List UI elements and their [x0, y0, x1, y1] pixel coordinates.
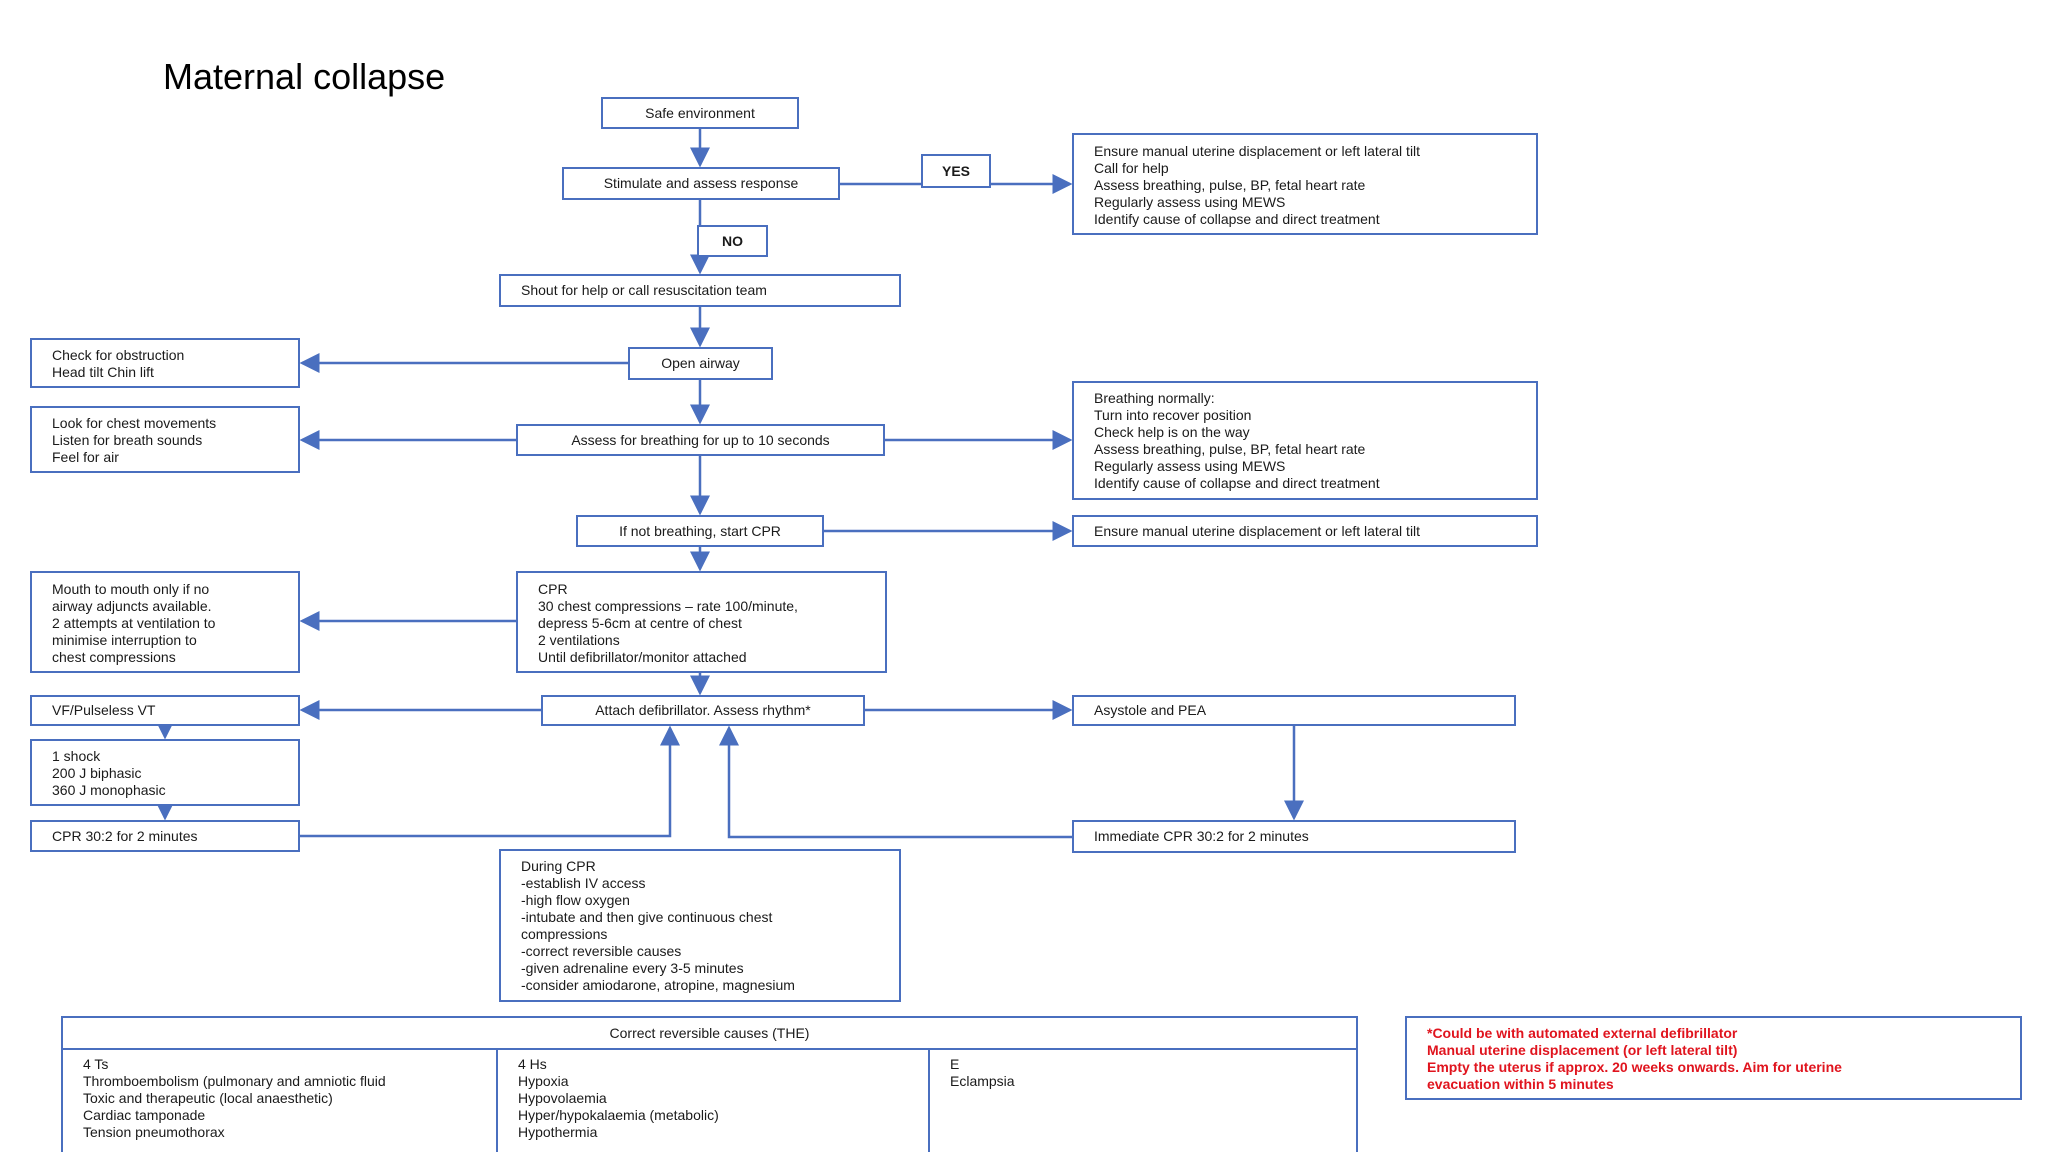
text-line: Toxic and therapeutic (local anaesthetic… [83, 1090, 333, 1106]
text-line: evacuation within 5 minutes [1427, 1076, 1614, 1092]
text-line: Listen for breath sounds [52, 432, 203, 448]
text-line: compressions [521, 926, 608, 942]
text-line: *Could be with automated external defibr… [1427, 1025, 1738, 1041]
text-line: Tension pneumothorax [83, 1124, 225, 1140]
node-cpr: CPR 30 chest compressions – rate 100/min… [516, 571, 887, 673]
text-line: 2 attempts at ventilation to [52, 615, 216, 631]
node-asystole-pea: Asystole and PEA [1072, 695, 1516, 726]
reversible-causes-header: Correct reversible causes (THE) [63, 1018, 1356, 1050]
text-line: Assess breathing, pulse, BP, fetal heart… [1094, 177, 1366, 193]
text-line: minimise interruption to [52, 632, 197, 648]
text-line: -consider amiodarone, atropine, magnesiu… [521, 977, 795, 993]
text-line: Cardiac tamponade [83, 1107, 206, 1123]
text-line: E [950, 1056, 960, 1072]
text-line: Mouth to mouth only if no [52, 581, 210, 597]
text-line: Hyper/hypokalaemia (metabolic) [518, 1107, 719, 1123]
text-line: Thromboembolism (pulmonary and amniotic … [83, 1073, 386, 1089]
node-look-listen-feel: Look for chest movements Listen for brea… [30, 406, 300, 473]
text-line: Breathing normally: [1094, 390, 1215, 406]
column-4hs: 4 Hs Hypoxia Hypovolaemia Hyper/hypokala… [496, 1050, 928, 1152]
text-line: airway adjuncts available. [52, 598, 212, 614]
node-safe-environment: Safe environment [601, 97, 799, 129]
text-line: chest compressions [52, 649, 176, 665]
node-stimulate: Stimulate and assess response [562, 167, 840, 200]
text-line: Hypoxia [518, 1073, 569, 1089]
column-4ts: 4 Ts Thromboembolism (pulmonary and amni… [63, 1050, 496, 1152]
text-line: Identify cause of collapse and direct tr… [1094, 475, 1380, 491]
node-attach-defibrillator: Attach defibrillator. Assess rhythm* [541, 695, 865, 726]
text-line: 30 chest compressions – rate 100/minute, [538, 598, 798, 614]
text-line: During CPR [521, 858, 596, 874]
node-responsive-actions: Ensure manual uterine displacement or le… [1072, 133, 1538, 235]
node-immediate-cpr: Immediate CPR 30:2 for 2 minutes [1072, 820, 1516, 853]
text-line: Head tilt Chin lift [52, 364, 154, 380]
node-mouth-to-mouth: Mouth to mouth only if no airway adjunct… [30, 571, 300, 673]
node-obstruction: Check for obstruction Head tilt Chin lif… [30, 338, 300, 388]
text-line: 200 J biphasic [52, 765, 142, 781]
text-line: Empty the uterus if approx. 20 weeks onw… [1427, 1059, 1842, 1075]
node-vf-pulseless-vt: VF/Pulseless VT [30, 695, 300, 726]
reversible-causes-table: Correct reversible causes (THE) 4 Ts Thr… [61, 1016, 1358, 1152]
text-line: depress 5-6cm at centre of chest [538, 615, 742, 631]
text-line: Check for obstruction [52, 347, 185, 363]
text-line: -correct reversible causes [521, 943, 682, 959]
text-line: 1 shock [52, 748, 101, 764]
node-shout-for-help: Shout for help or call resuscitation tea… [499, 274, 901, 307]
text-line: Turn into recover position [1094, 407, 1252, 423]
page-title: Maternal collapse [163, 56, 446, 97]
node-cpr-30-2: CPR 30:2 for 2 minutes [30, 820, 300, 852]
label-no: NO [697, 225, 768, 257]
node-during-cpr: During CPR -establish IV access -high fl… [499, 849, 901, 1002]
text-line: Call for help [1094, 160, 1169, 176]
text-line: -establish IV access [521, 875, 646, 891]
footnote-box: *Could be with automated external defibr… [1405, 1016, 2022, 1100]
text-line: Look for chest movements [52, 415, 217, 431]
text-line: Ensure manual uterine displacement or le… [1094, 143, 1421, 159]
arrow-immediate-attach [719, 725, 1072, 839]
text-line: Hypothermia [518, 1124, 598, 1140]
text-line: 4 Hs [518, 1056, 547, 1072]
text-line: Regularly assess using MEWS [1094, 194, 1286, 210]
text-line: 4 Ts [83, 1056, 109, 1072]
node-start-cpr: If not breathing, start CPR [576, 515, 824, 547]
text-line: Hypovolaemia [518, 1090, 607, 1106]
text-line: Assess breathing, pulse, BP, fetal heart… [1094, 441, 1366, 457]
text-line: -given adrenaline every 3-5 minutes [521, 960, 744, 976]
text-line: Feel for air [52, 449, 119, 465]
text-line: Until defibrillator/monitor attached [538, 649, 747, 665]
node-open-airway: Open airway [628, 347, 773, 380]
text-line: Identify cause of collapse and direct tr… [1094, 211, 1380, 227]
column-e: E Eclampsia [928, 1050, 1356, 1152]
text-line: -high flow oxygen [521, 892, 630, 908]
text-line: CPR [538, 581, 568, 597]
text-line: Regularly assess using MEWS [1094, 458, 1286, 474]
arrow-cpr302-attach [300, 725, 680, 838]
node-uterine-tilt: Ensure manual uterine displacement or le… [1072, 515, 1538, 547]
node-shock: 1 shock 200 J biphasic 360 J monophasic [30, 739, 300, 806]
text-line: 2 ventilations [538, 632, 620, 648]
text-line: -intubate and then give continuous chest [521, 909, 773, 925]
text-line: Check help is on the way [1094, 424, 1250, 440]
node-breathing-normally: Breathing normally: Turn into recover po… [1072, 381, 1538, 500]
text-line: 360 J monophasic [52, 782, 166, 798]
text-line: Manual uterine displacement (or left lat… [1427, 1042, 1738, 1058]
label-yes: YES [921, 154, 991, 188]
node-assess-breathing: Assess for breathing for up to 10 second… [516, 424, 885, 456]
text-line: Eclampsia [950, 1073, 1015, 1089]
